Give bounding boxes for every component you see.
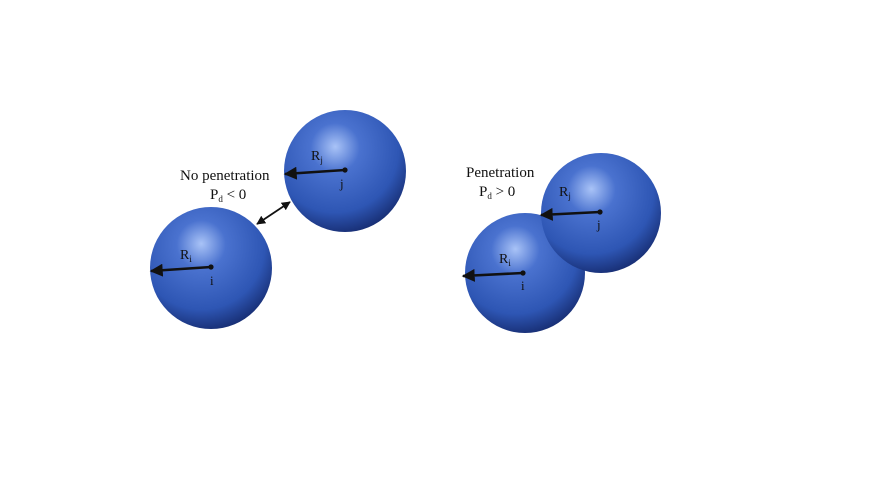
caption-penetration: Penetration bbox=[466, 165, 535, 181]
overlap-condition-left: Pd < 0 bbox=[210, 187, 246, 204]
index-label-j: j bbox=[339, 176, 344, 191]
gap-double-arrow bbox=[256, 201, 291, 225]
center-dot-j bbox=[342, 167, 348, 173]
radius-label-j: Rj bbox=[311, 149, 323, 165]
penetration-case: Ri Rj i j Penetration Pd > 0 bbox=[461, 153, 661, 333]
radius-arrow-j bbox=[283, 166, 346, 180]
index-label-j: j bbox=[596, 217, 601, 232]
caption-no-penetration: No penetration bbox=[180, 168, 270, 184]
no-penetration-case: Ri Rj i j No penetration Pd < 0 bbox=[149, 110, 406, 329]
radius-arrow-i bbox=[149, 263, 212, 277]
overlap-condition-right: Pd > 0 bbox=[479, 184, 515, 201]
center-dot-j bbox=[597, 209, 603, 215]
index-label-i: i bbox=[521, 278, 525, 293]
radius-arrow-i bbox=[461, 268, 524, 282]
radius-label-i: Ri bbox=[180, 248, 192, 264]
radius-label-i: Ri bbox=[499, 252, 511, 268]
center-dot-i bbox=[520, 270, 526, 276]
radius-label-j: Rj bbox=[559, 185, 571, 201]
radius-arrow-j bbox=[539, 207, 601, 221]
center-dot-i bbox=[208, 264, 214, 270]
index-label-i: i bbox=[210, 273, 214, 288]
